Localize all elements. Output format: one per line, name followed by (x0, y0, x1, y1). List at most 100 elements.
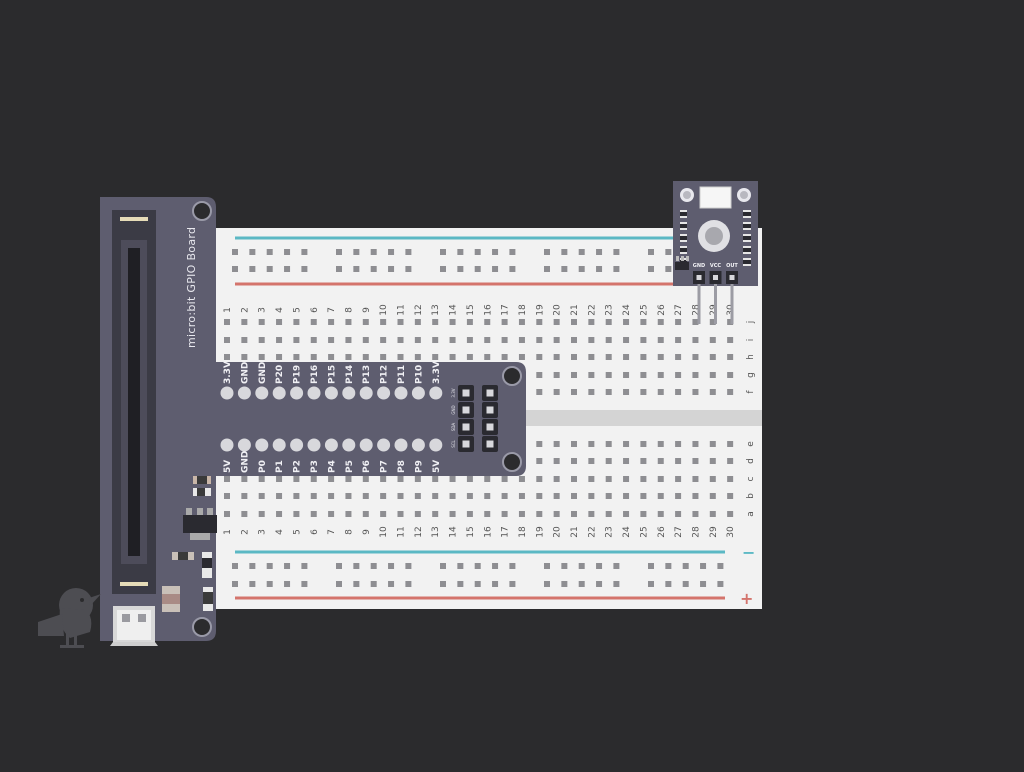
gpio-pin-bottom[interactable] (429, 438, 443, 452)
breadboard-hole[interactable] (640, 441, 647, 447)
gpio-pin-bottom[interactable] (272, 438, 286, 452)
power-rail-hole[interactable] (492, 563, 499, 569)
breadboard-hole[interactable] (241, 319, 248, 325)
breadboard-hole[interactable] (276, 511, 283, 517)
breadboard-hole[interactable] (258, 354, 265, 360)
power-rail-hole[interactable] (492, 249, 499, 255)
breadboard-hole[interactable] (449, 476, 456, 482)
breadboard-hole[interactable] (623, 476, 630, 482)
power-rail-hole[interactable] (405, 249, 412, 255)
breadboard-hole[interactable] (588, 511, 595, 517)
breadboard-hole[interactable] (675, 458, 682, 464)
power-rail-hole[interactable] (665, 563, 672, 569)
power-rail-hole[interactable] (301, 563, 308, 569)
power-rail-hole[interactable] (232, 581, 238, 587)
power-rail-hole[interactable] (665, 581, 672, 587)
breadboard-hole[interactable] (397, 337, 404, 343)
power-rail-hole[interactable] (544, 581, 550, 587)
breadboard-hole[interactable] (518, 511, 525, 517)
power-rail-hole[interactable] (388, 266, 395, 272)
breadboard-hole[interactable] (692, 319, 699, 325)
power-rail-hole[interactable] (370, 249, 377, 255)
breadboard-hole[interactable] (571, 372, 577, 378)
breadboard-hole[interactable] (605, 389, 612, 395)
power-rail-hole[interactable] (509, 563, 516, 569)
breadboard-hole[interactable] (727, 372, 734, 378)
breadboard-hole[interactable] (466, 319, 473, 325)
breadboard-hole[interactable] (258, 493, 265, 499)
breadboard-hole[interactable] (657, 389, 664, 395)
breadboard-hole[interactable] (345, 476, 352, 482)
breadboard-hole[interactable] (588, 337, 595, 343)
breadboard-hole[interactable] (623, 354, 630, 360)
breadboard-hole[interactable] (692, 511, 699, 517)
breadboard-hole[interactable] (449, 319, 456, 325)
power-rail-hole[interactable] (648, 266, 654, 272)
breadboard-hole[interactable] (362, 337, 369, 343)
breadboard-hole[interactable] (258, 511, 265, 517)
breadboard-hole[interactable] (692, 441, 699, 447)
header-pin[interactable] (486, 389, 494, 397)
breadboard-hole[interactable] (605, 372, 612, 378)
breadboard-hole[interactable] (484, 354, 491, 360)
breadboard-hole[interactable] (640, 337, 647, 343)
power-rail-hole[interactable] (405, 581, 412, 587)
breadboard-hole[interactable] (345, 511, 352, 517)
power-rail-hole[interactable] (370, 581, 377, 587)
power-rail-hole[interactable] (232, 249, 238, 255)
breadboard-hole[interactable] (362, 354, 369, 360)
power-rail-hole[interactable] (266, 266, 273, 272)
breadboard-hole[interactable] (553, 389, 560, 395)
breadboard-hole[interactable] (241, 476, 248, 482)
breadboard-hole[interactable] (553, 493, 560, 499)
gpio-pin-bottom[interactable] (324, 438, 338, 452)
gpio-pin-top[interactable] (411, 386, 425, 400)
power-rail-hole[interactable] (648, 563, 654, 569)
breadboard-hole[interactable] (605, 493, 612, 499)
breadboard-hole[interactable] (588, 493, 595, 499)
breadboard-hole[interactable] (657, 476, 664, 482)
power-rail-hole[interactable] (284, 581, 291, 587)
breadboard-hole[interactable] (675, 441, 682, 447)
breadboard-hole[interactable] (675, 354, 682, 360)
breadboard-hole[interactable] (518, 493, 525, 499)
breadboard-hole[interactable] (675, 511, 682, 517)
breadboard-hole[interactable] (692, 493, 699, 499)
power-rail-hole[interactable] (492, 581, 499, 587)
breadboard-hole[interactable] (362, 493, 369, 499)
power-rail-hole[interactable] (596, 581, 603, 587)
breadboard-hole[interactable] (345, 319, 352, 325)
breadboard-hole[interactable] (241, 337, 248, 343)
gpio-pin-top[interactable] (237, 386, 251, 400)
gpio-pin-top[interactable] (324, 386, 338, 400)
breadboard-hole[interactable] (727, 458, 734, 464)
power-rail-hole[interactable] (405, 266, 412, 272)
breadboard-hole[interactable] (328, 493, 335, 499)
breadboard-hole[interactable] (484, 319, 491, 325)
breadboard-hole[interactable] (709, 389, 716, 395)
power-rail-hole[interactable] (284, 249, 291, 255)
power-rail-hole[interactable] (353, 563, 360, 569)
breadboard-hole[interactable] (328, 319, 335, 325)
power-rail-hole[interactable] (474, 266, 481, 272)
breadboard-hole[interactable] (553, 372, 560, 378)
breadboard-hole[interactable] (692, 372, 699, 378)
power-rail-hole[interactable] (336, 249, 342, 255)
breadboard-hole[interactable] (623, 493, 630, 499)
power-rail-hole[interactable] (682, 581, 689, 587)
breadboard-hole[interactable] (709, 319, 716, 325)
breadboard-hole[interactable] (276, 354, 283, 360)
breadboard-hole[interactable] (605, 337, 612, 343)
power-rail-hole[interactable] (405, 563, 412, 569)
breadboard-hole[interactable] (640, 511, 647, 517)
breadboard-hole[interactable] (571, 441, 577, 447)
breadboard-hole[interactable] (397, 354, 404, 360)
breadboard-hole[interactable] (709, 476, 716, 482)
breadboard-hole[interactable] (432, 493, 439, 499)
header-pin[interactable] (462, 423, 470, 431)
power-rail-hole[interactable] (336, 266, 342, 272)
gpio-pin-top[interactable] (220, 386, 234, 400)
breadboard-hole[interactable] (571, 389, 577, 395)
breadboard-hole[interactable] (224, 354, 230, 360)
power-rail-hole[interactable] (440, 266, 446, 272)
